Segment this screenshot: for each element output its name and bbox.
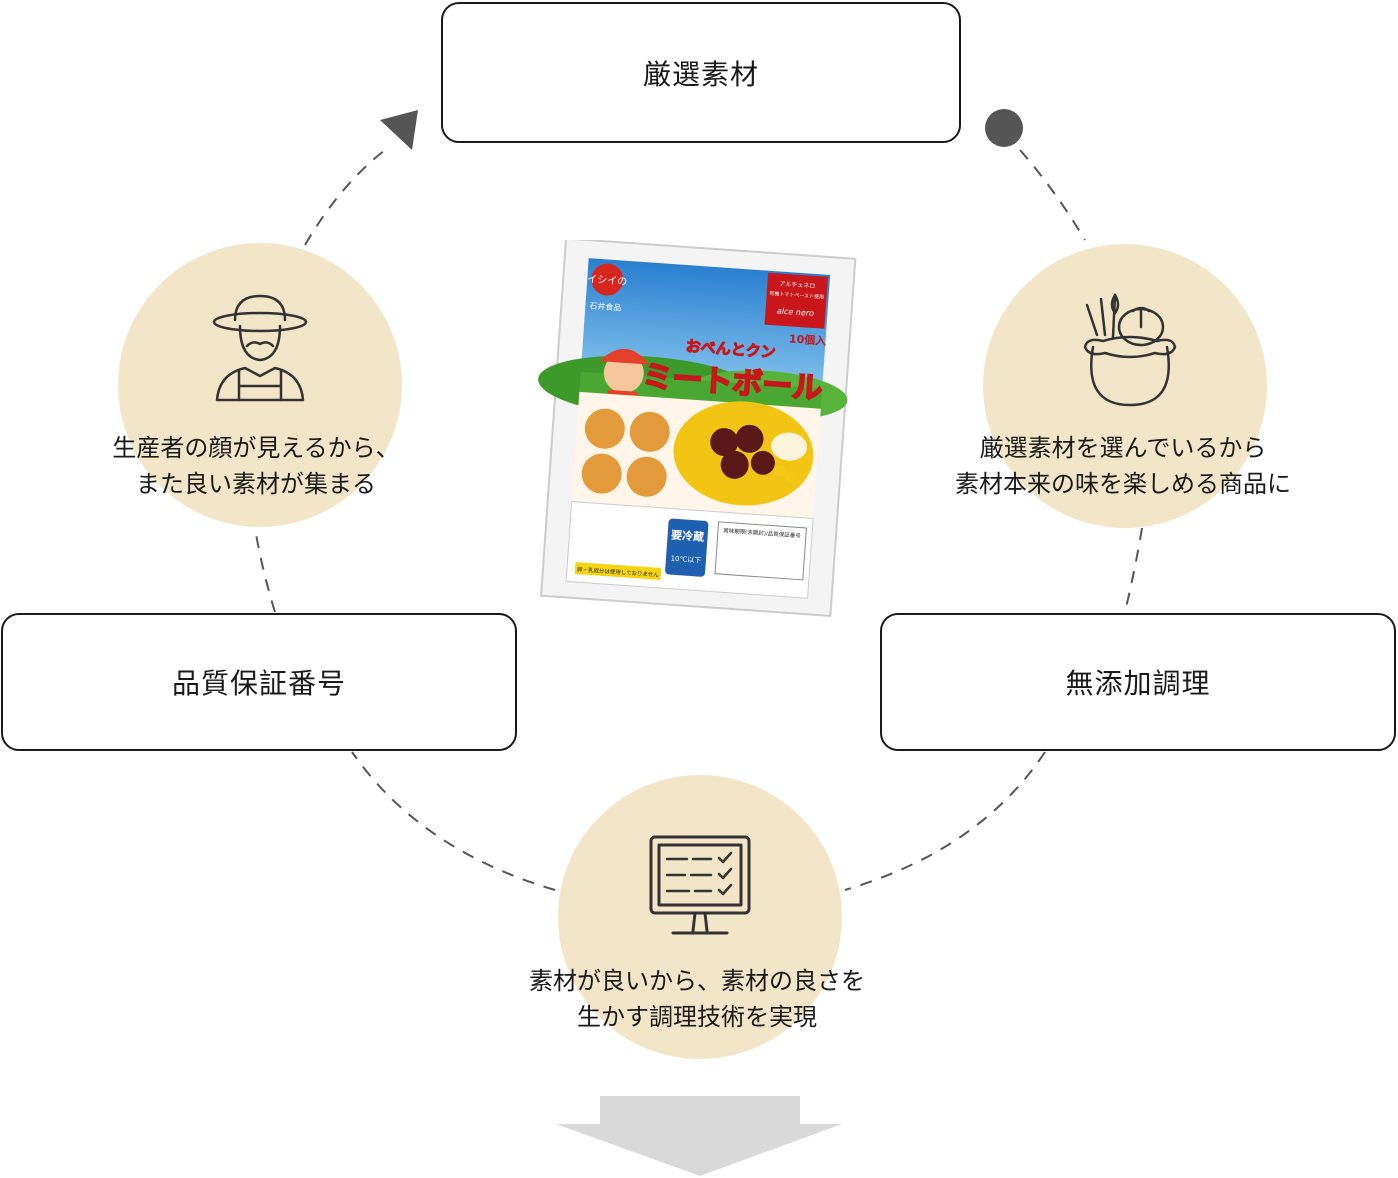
checklist-monitor-icon bbox=[645, 833, 755, 941]
caption-producer: 生産者の顔が見えるから、 また良い素材が集まる bbox=[112, 430, 399, 502]
flow-line-left-up bbox=[255, 528, 275, 612]
flow-arrowhead bbox=[380, 110, 418, 150]
flow-line-top-right bbox=[1020, 150, 1085, 240]
down-arrow bbox=[556, 1096, 842, 1176]
box-additive-free: 無添加調理 bbox=[880, 613, 1396, 751]
caption-cooking: 素材が良いから、素材の良さを 生かす調理技術を実現 bbox=[529, 963, 865, 1035]
box-top-label: 厳選素材 bbox=[643, 53, 759, 93]
meatball-package-image: イシイの 石井食品 アルチェネロ 有機トマトペースト使用 alce nero お… bbox=[525, 240, 865, 620]
storage-badge bbox=[665, 518, 709, 577]
caption-right-line2: 素材本来の味を楽しめる商品に bbox=[955, 466, 1291, 502]
count-text: 10個入 bbox=[788, 331, 826, 348]
flow-line-bottom-left bbox=[352, 752, 555, 890]
box-left-label: 品質保証番号 bbox=[172, 662, 346, 702]
farmer-icon bbox=[205, 290, 315, 405]
box-quality-number: 品質保証番号 bbox=[1, 613, 517, 751]
box-right-label: 無添加調理 bbox=[1065, 662, 1210, 702]
caption-right-line1: 厳選素材を選んでいるから bbox=[955, 430, 1291, 466]
flow-line-right-bottom bbox=[845, 752, 1045, 890]
caption-left-line2: また良い素材が集まる bbox=[112, 466, 399, 502]
caption-bottom-line2: 生かす調理技術を実現 bbox=[529, 999, 865, 1035]
box-strict-materials: 厳選素材 bbox=[441, 2, 961, 143]
flow-line-top-left bbox=[305, 150, 385, 245]
vegetable-sack-icon bbox=[1075, 285, 1185, 410]
caption-left-line1: 生産者の顔が見えるから、 bbox=[112, 430, 399, 466]
caption-ingredients: 厳選素材を選んでいるから 素材本来の味を楽しめる商品に bbox=[955, 430, 1291, 502]
flow-line-right-down bbox=[1125, 528, 1142, 612]
caption-bottom-line1: 素材が良いから、素材の良さを bbox=[529, 963, 865, 999]
flow-start-dot bbox=[985, 109, 1023, 147]
storage-text: 要冷蔵 bbox=[671, 528, 705, 544]
